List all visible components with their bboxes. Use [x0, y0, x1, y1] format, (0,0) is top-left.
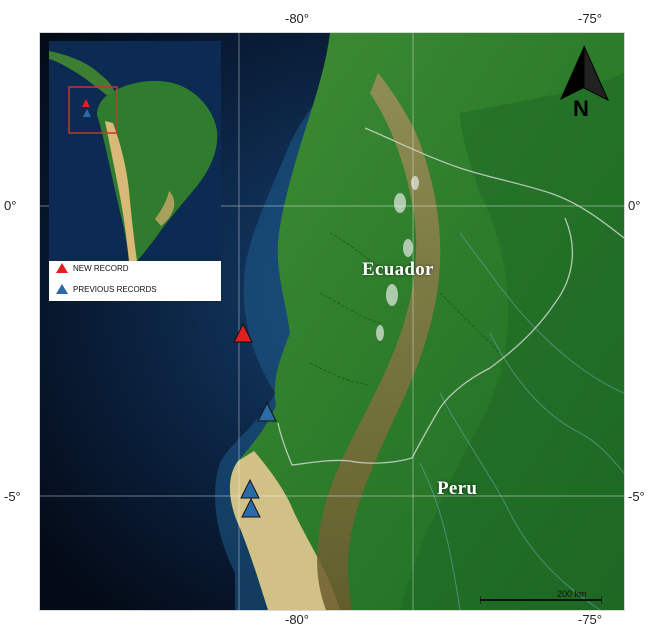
marker-new-record[interactable]: [232, 322, 254, 344]
marker-previous-record[interactable]: [240, 497, 262, 519]
province-borders: [309, 232, 501, 386]
scale-bar: [480, 596, 602, 604]
legend-new-record-label: NEW RECORD: [73, 263, 129, 273]
legend-previous-records-label: PREVIOUS RECORDS: [73, 284, 157, 294]
rivers: [419, 232, 624, 610]
country-label-peru: Peru: [437, 478, 478, 499]
north-label: N: [573, 96, 589, 121]
inset-andes: [105, 121, 137, 261]
inset-central-america: [49, 51, 115, 97]
amazon-basin: [400, 73, 624, 610]
latitude-label-right-5: -5°: [628, 489, 645, 504]
desert-coast: [229, 451, 340, 610]
inset-new-record-marker: [82, 99, 90, 107]
longitude-label-top-80: -80°: [285, 11, 309, 26]
country-borders: [277, 127, 624, 466]
legend-new-record: NEW RECORD: [55, 262, 129, 274]
country-label-ecuador: Ecuador: [362, 259, 434, 280]
latitude-label-left-5: -5°: [4, 489, 21, 504]
longitude-label-bottom-80: -80°: [285, 612, 309, 627]
scale-label: 200 km: [557, 589, 587, 599]
inset-map-panel[interactable]: NEW RECORD PREVIOUS RECORDS: [49, 41, 221, 301]
latitude-label-right-0: 0°: [628, 198, 641, 213]
north-arrow-icon: [560, 45, 610, 102]
marker-previous-record[interactable]: [256, 401, 278, 423]
latitude-label-left-0: 0°: [4, 198, 17, 213]
inset-extent-frame: [68, 86, 118, 134]
inset-previous-record-marker: [83, 109, 91, 117]
marker-previous-record[interactable]: [239, 478, 261, 500]
blue-triangle-icon: [56, 284, 68, 294]
longitude-label-top-75: -75°: [578, 11, 602, 26]
longitude-label-bottom-75: -75°: [578, 612, 602, 627]
legend-previous-records: PREVIOUS RECORDS: [55, 283, 157, 295]
red-triangle-icon: [56, 263, 68, 273]
andes-ridge: [317, 73, 441, 610]
main-map[interactable]: [40, 33, 624, 610]
inset-south-america-map: [49, 41, 221, 261]
